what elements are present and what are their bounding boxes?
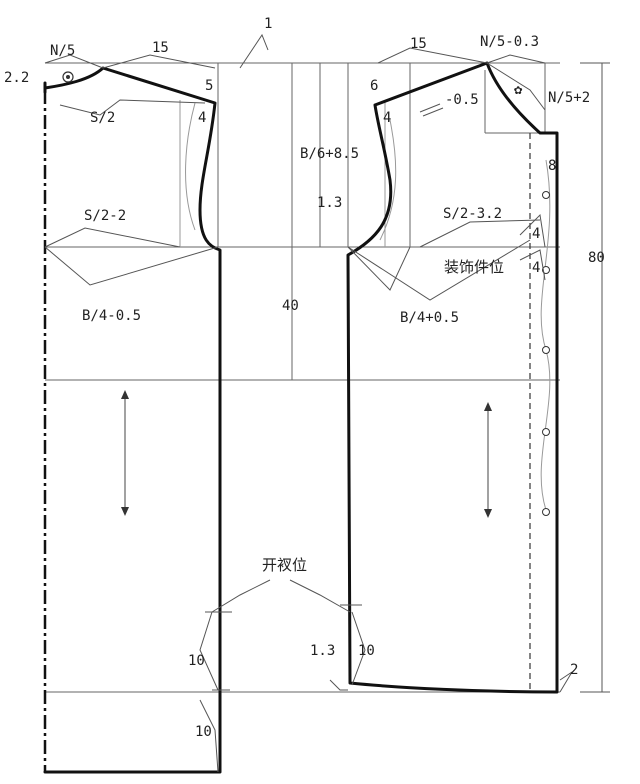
label-1-3-bottom: 1.3 (310, 643, 335, 659)
label-4-back: 4 (198, 110, 206, 126)
label-s2-minus-3-2: S/2-3.2 (443, 206, 502, 222)
leader-lines (44, 33, 610, 773)
back-neck-point-icon (62, 71, 74, 83)
label-n5-minus-0-3: N/5-0.3 (480, 34, 539, 50)
label-1-3-top: 1.3 (317, 195, 342, 211)
label-b4-minus-0-5: B/4-0.5 (82, 308, 141, 324)
label-4-front: 4 (383, 110, 391, 126)
label-6: 6 (370, 78, 378, 94)
label-80: 80 (588, 250, 605, 266)
label-8: 8 (548, 158, 556, 174)
label-1: 1 (264, 16, 272, 32)
label-15-right: 15 (410, 36, 427, 52)
label-4-a: 4 (532, 226, 540, 242)
front-grain-arrow (484, 402, 492, 518)
front-armhole-guide-curve (379, 119, 397, 241)
button-icon (542, 266, 550, 274)
button-icon (542, 428, 550, 436)
back-grain-arrow (121, 390, 129, 516)
front-button-curve (540, 159, 551, 511)
label-b4-plus-0-5: B/4+0.5 (400, 310, 459, 326)
label-10-left: 10 (188, 653, 205, 669)
button-icon (542, 191, 550, 199)
label-15-left: 15 (152, 40, 169, 56)
button-icon (542, 508, 550, 516)
flower-mark-icon: ✿ (514, 82, 523, 98)
label-n5: N/5 (50, 43, 75, 59)
back-outline (43, 66, 222, 774)
label-2-2: 2.2 (4, 70, 29, 86)
button-icon (542, 346, 550, 354)
label-40: 40 (282, 298, 299, 314)
back-armhole-guide-curve (185, 102, 196, 231)
label-minus-0-5: -0.5 (445, 92, 479, 108)
label-n5-plus-2: N/5+2 (548, 90, 590, 106)
label-b6-plus-8-5: B/6+8.5 (300, 146, 359, 162)
label-decor-position: 装饰件位 (444, 258, 504, 276)
label-5: 5 (205, 78, 213, 94)
label-10-bottom: 10 (195, 724, 212, 740)
label-slit-position: 开衩位 (262, 556, 307, 574)
label-2: 2 (570, 662, 578, 678)
back-neck-point-dot (66, 75, 70, 79)
label-10-right: 10 (358, 643, 375, 659)
label-4-b: 4 (532, 260, 540, 276)
label-s2: S/2 (90, 110, 115, 126)
label-s2-minus-2: S/2-2 (84, 208, 126, 224)
front-outline (346, 61, 559, 694)
